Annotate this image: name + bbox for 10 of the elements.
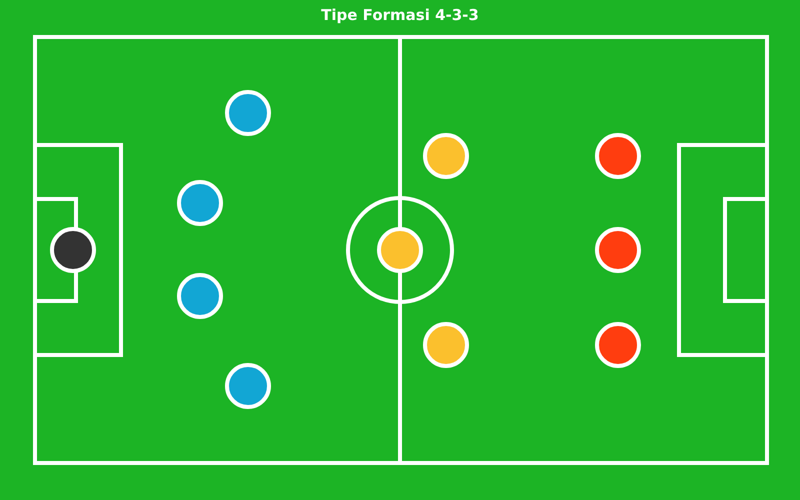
diagram-title: Tipe Formasi 4-3-3 [321, 6, 479, 24]
midfielder-circle [423, 133, 469, 179]
midfielder-circle [423, 322, 469, 368]
forward-circle [595, 133, 641, 179]
defender-circle [225, 90, 271, 136]
defender-circle [177, 273, 223, 319]
defender-circle [225, 363, 271, 409]
forward-circle [595, 322, 641, 368]
forward-circle [595, 227, 641, 273]
defender-circle [177, 180, 223, 226]
